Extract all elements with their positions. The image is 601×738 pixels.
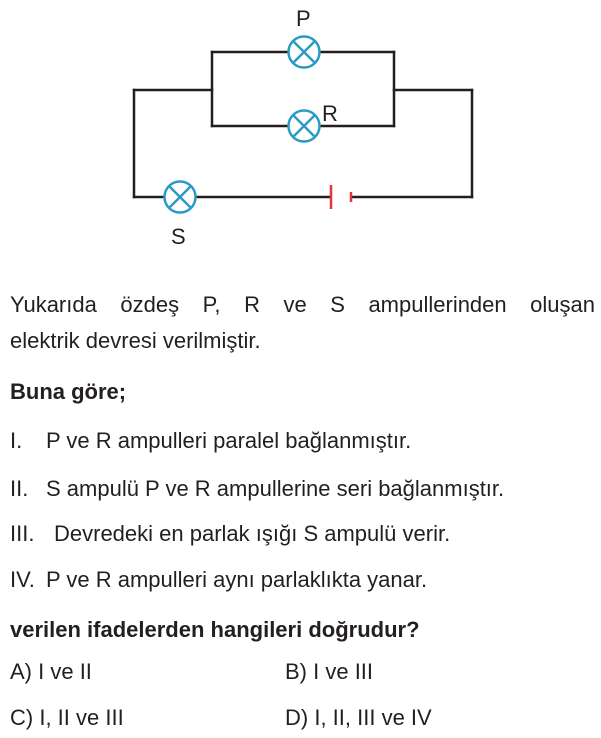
option-a[interactable]: A) I ve II xyxy=(10,659,92,685)
statement-number: IV. xyxy=(10,567,35,592)
option-c[interactable]: C) I, II ve III xyxy=(10,705,124,731)
intro-line-2: elektrik devresi verilmiştir. xyxy=(10,328,261,353)
option-text: I, II, III ve IV xyxy=(314,705,432,730)
statement-number: I. xyxy=(10,428,23,453)
lamp-r xyxy=(287,109,321,143)
option-letter: D) xyxy=(285,705,309,730)
option-letter: B) xyxy=(285,659,307,684)
option-d[interactable]: D) I, II, III ve IV xyxy=(285,705,432,731)
circuit-diagram: P R S xyxy=(132,6,474,249)
statement-text: P ve R ampulleri aynı parlaklıkta yanar. xyxy=(46,567,428,592)
option-text: I ve III xyxy=(313,659,374,684)
option-letter: A) xyxy=(10,659,32,684)
statement-4: IV. P ve R ampulleri aynı parlaklıkta yan… xyxy=(10,567,427,593)
option-letter: C) xyxy=(10,705,34,730)
option-b[interactable]: B) I ve III xyxy=(285,659,373,685)
statement-text: Devredeki en parlak ışığı S ampulü verir… xyxy=(54,521,451,546)
lamp-s-label: S xyxy=(171,224,186,249)
lamp-p xyxy=(287,35,321,69)
statement-text: P ve R ampulleri paralel bağlanmıştır. xyxy=(46,428,412,453)
intro-paragraph: Yukarıda özdeş P, R ve S ampullerinden o… xyxy=(10,287,595,359)
statement-2: II. S ampulü P ve R ampullerine seri bağl… xyxy=(10,476,504,502)
circuit-wires xyxy=(132,50,474,199)
option-text: I ve II xyxy=(38,659,92,684)
lamp-r-label: R xyxy=(322,101,338,126)
statement-text: S ampulü P ve R ampullerine seri bağlanm… xyxy=(46,476,505,501)
statement-number: II. xyxy=(10,476,29,501)
lamp-p-label: P xyxy=(296,6,311,31)
option-text: I, II ve III xyxy=(39,705,124,730)
question-text: verilen ifadelerden hangileri doğrudur? xyxy=(10,617,420,642)
statement-number: III. xyxy=(10,521,35,546)
prompt-heading: Buna göre; xyxy=(10,379,127,404)
lamp-s xyxy=(163,180,197,214)
intro-line-1: Yukarıda özdeş P, R ve S ampullerinden o… xyxy=(10,292,595,317)
statement-3: III. Devredeki en parlak ışığı S ampulü v… xyxy=(10,521,450,547)
battery-symbol xyxy=(329,185,353,209)
statement-1: I. P ve R ampulleri paralel bağlanmıştır. xyxy=(10,428,411,454)
